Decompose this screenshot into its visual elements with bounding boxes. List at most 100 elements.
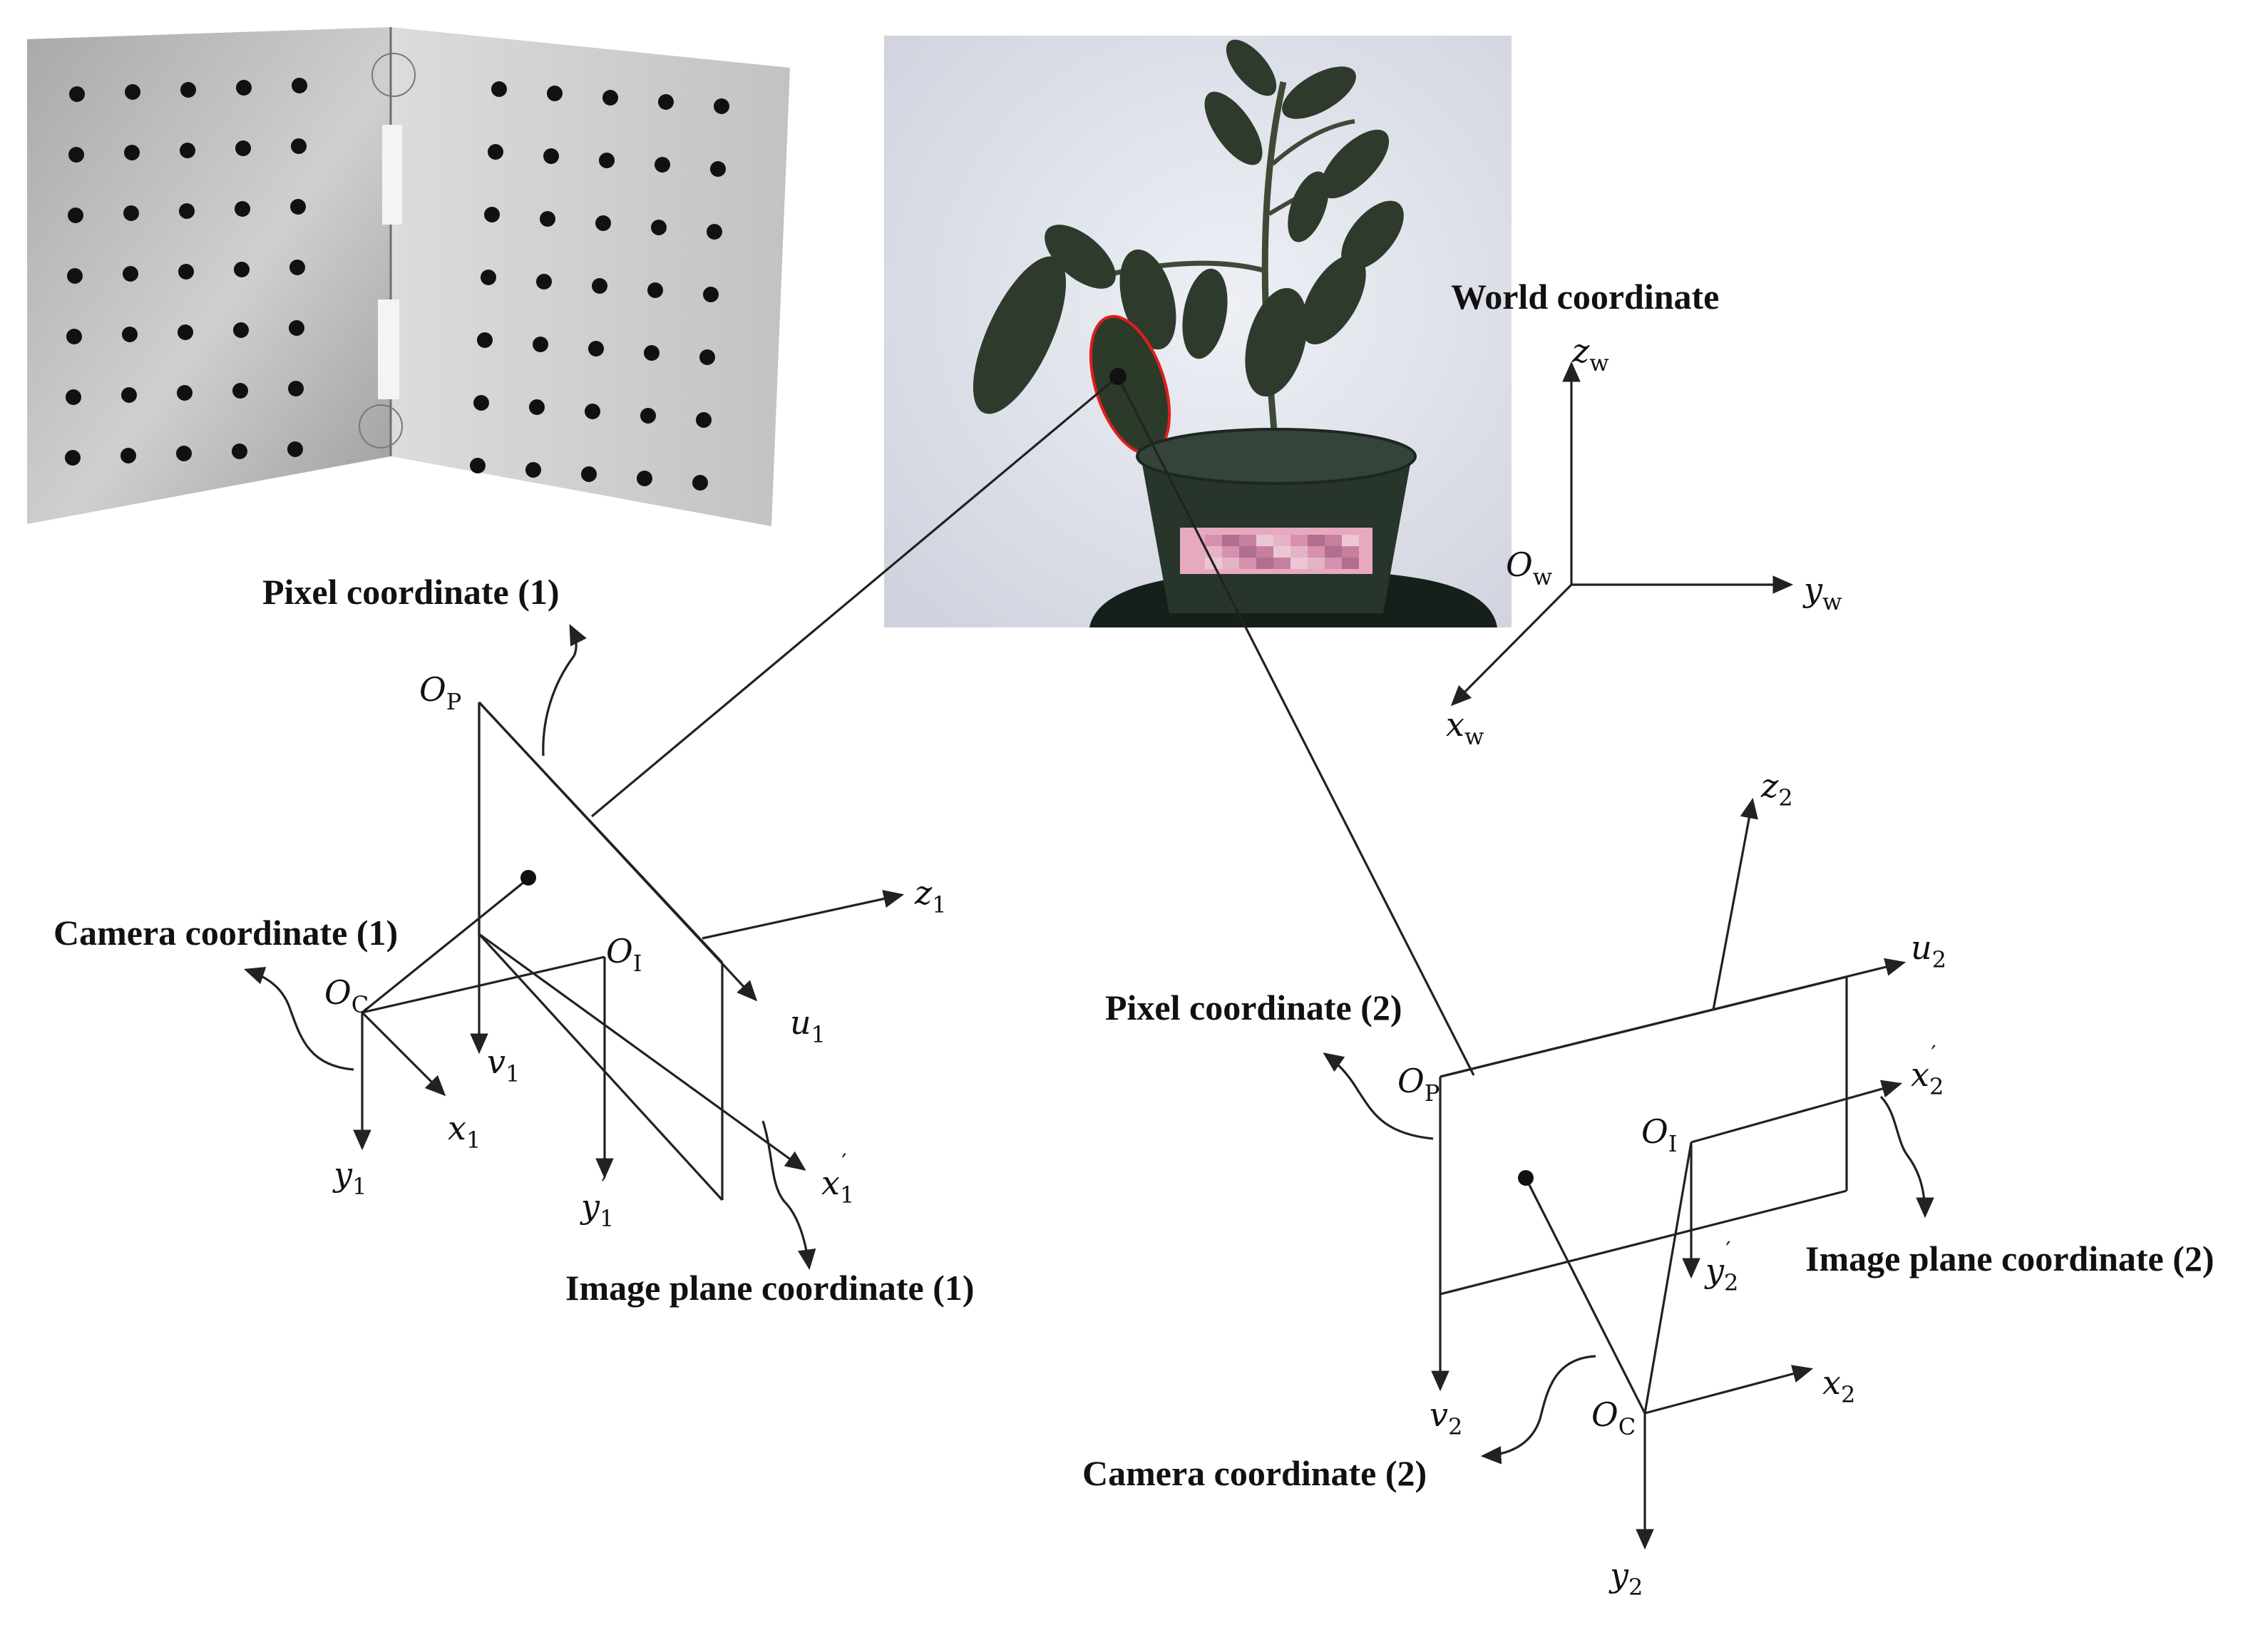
u2-label: u2	[1911, 928, 1946, 973]
v2-label: v2	[1430, 1395, 1462, 1440]
pot-label-mosaic	[1205, 535, 1359, 569]
calibration-dot	[488, 144, 503, 160]
mosaic-tile	[1342, 535, 1359, 546]
mosaic-tile	[1273, 558, 1290, 569]
calibration-dot	[692, 475, 708, 491]
x2-prime-label: x2′	[1911, 1040, 1944, 1100]
projection-rays	[590, 368, 1475, 1076]
mosaic-tile	[1290, 546, 1308, 558]
pixel-coordinate-1-title: Pixel coordinate (1)	[262, 572, 560, 612]
calibration-dot	[292, 78, 307, 93]
oc1-label: OC	[324, 973, 369, 1018]
op2-label: OP	[1397, 1062, 1440, 1107]
x1-prime-axis	[478, 933, 806, 1171]
calibration-dot	[525, 462, 541, 478]
calibration-dot	[547, 86, 563, 101]
calibration-dot	[180, 143, 195, 158]
y1-prime-label: y1′	[580, 1172, 614, 1232]
calibration-dot	[120, 448, 136, 463]
calibration-dot	[180, 82, 196, 98]
z2-axis	[1712, 797, 1758, 1010]
mosaic-tile	[1256, 535, 1273, 546]
calibration-dot	[647, 282, 663, 298]
calibration-dot	[232, 444, 247, 459]
calibration-dot	[588, 341, 604, 357]
tape-strip	[378, 299, 399, 399]
calibration-dot	[658, 94, 674, 110]
calibration-dot	[602, 90, 618, 106]
calibration-dot	[291, 138, 307, 154]
calibration-dot	[288, 381, 304, 396]
op1-label: OP	[419, 670, 461, 715]
calibration-dot	[123, 266, 138, 282]
calibration-dot	[289, 260, 305, 275]
calibration-dot	[491, 81, 507, 97]
calibration-dot	[121, 387, 137, 403]
mosaic-tile	[1325, 535, 1342, 546]
camera-2-system: Pixel coordinate (2) Camera coordinate (…	[1082, 767, 2215, 1601]
calibration-dot	[707, 224, 722, 240]
mosaic-tile	[1290, 558, 1308, 569]
image-plane-coordinate-2-title: Image plane coordinate (2)	[1805, 1239, 2215, 1278]
mosaic-tile	[1239, 546, 1256, 558]
calibration-dot	[125, 84, 140, 100]
calibration-dot	[236, 80, 252, 96]
calibration-dot	[235, 140, 251, 156]
mosaic-tile	[1273, 546, 1290, 558]
x2-label: x2	[1822, 1363, 1855, 1408]
y2-label: y2	[1608, 1556, 1643, 1601]
oc1-to-oi1	[361, 955, 605, 1014]
camera-1-ray	[361, 878, 529, 1014]
calibration-dot	[176, 446, 192, 461]
calibration-dot	[644, 345, 660, 361]
x2-prime-axis	[1690, 1080, 1903, 1144]
pixel-2-callout	[1323, 1052, 1434, 1140]
oc2-to-oi2	[1643, 1142, 1693, 1414]
calibration-dot	[473, 395, 489, 411]
x1-label: x1	[448, 1109, 481, 1154]
calibration-dot	[68, 207, 83, 223]
calibration-dot	[233, 322, 249, 338]
calibration-dot	[655, 157, 670, 173]
image-2-callout	[1879, 1095, 1934, 1219]
calibration-dot	[235, 201, 250, 217]
zw-label: zw	[1571, 332, 1609, 376]
camera-2-ray	[1524, 1177, 1646, 1414]
calibration-dot	[66, 389, 81, 405]
calibration-dot	[65, 450, 81, 466]
tape-strip	[382, 125, 402, 225]
calibration-dot	[481, 270, 496, 285]
calibration-dot	[178, 324, 193, 340]
calibration-dot	[529, 399, 545, 415]
mosaic-tile	[1308, 535, 1325, 546]
u1-label: u1	[790, 1003, 826, 1048]
calibration-dot	[536, 274, 552, 289]
u2-axis	[1440, 958, 1907, 1078]
calibration-dot	[470, 458, 486, 473]
image-plane-coordinate-1-title: Image plane coordinate (1)	[565, 1268, 975, 1308]
mosaic-tile	[1308, 558, 1325, 569]
oi1-label: OI	[606, 932, 642, 977]
x1-prime-label: x1′	[821, 1149, 854, 1209]
mosaic-tile	[1273, 535, 1290, 546]
calibration-dots-right	[470, 81, 729, 491]
calibration-dot	[543, 148, 559, 164]
y2-prime-label: y2′	[1704, 1236, 1738, 1296]
z1-axis	[702, 889, 905, 940]
calibration-dot	[699, 349, 715, 365]
mosaic-tile	[1205, 535, 1222, 546]
mosaic-tile	[1342, 558, 1359, 569]
calibration-dot	[289, 320, 304, 336]
calibration-dot	[714, 98, 729, 114]
ray-to-camera-2	[1117, 376, 1475, 1076]
pixel-coordinate-2-title: Pixel coordinate (2)	[1105, 988, 1402, 1027]
calibration-dot	[651, 220, 667, 235]
calibration-dot	[540, 211, 555, 227]
calibration-dot	[710, 161, 726, 177]
mosaic-tile	[1239, 558, 1256, 569]
calibration-dot	[232, 383, 248, 399]
calibration-dot	[290, 199, 306, 215]
camera-coordinate-2-title: Camera coordinate (2)	[1082, 1453, 1427, 1493]
xw-axis	[1450, 583, 1573, 707]
